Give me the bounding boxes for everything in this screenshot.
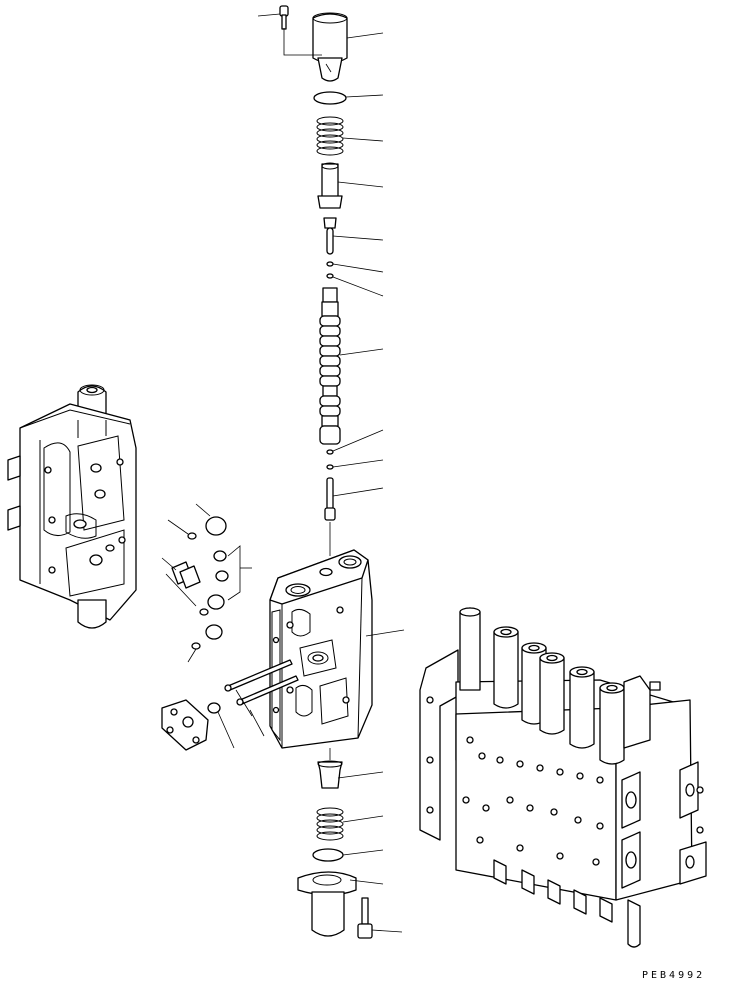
upper-o-ring	[313, 91, 384, 105]
seal-group	[161, 503, 252, 663]
upper-spring-seat	[317, 162, 384, 209]
small-ring-2	[326, 273, 384, 297]
figure-code-label: PEB4992	[642, 970, 706, 981]
small-ring-4	[326, 459, 384, 470]
left-valve-section	[7, 384, 137, 629]
bottom-cap	[297, 871, 384, 937]
long-bolts	[224, 659, 299, 737]
center-valve-section	[269, 549, 405, 760]
small-ring-3	[326, 429, 384, 455]
lower-spring	[316, 807, 384, 841]
retainer-pin	[323, 217, 384, 255]
top-cap	[283, 12, 384, 82]
upper-spring	[316, 116, 384, 156]
lower-o-ring	[312, 848, 384, 862]
small-ring-1	[326, 261, 384, 273]
main-spool	[319, 287, 384, 445]
valve-assembly	[419, 607, 707, 948]
small-cover-plate	[161, 699, 235, 751]
bottom-cap-bolt	[357, 897, 403, 939]
lower-rod	[324, 477, 384, 556]
top-cap-bolt	[257, 5, 289, 30]
lower-spring-seat	[317, 760, 384, 789]
